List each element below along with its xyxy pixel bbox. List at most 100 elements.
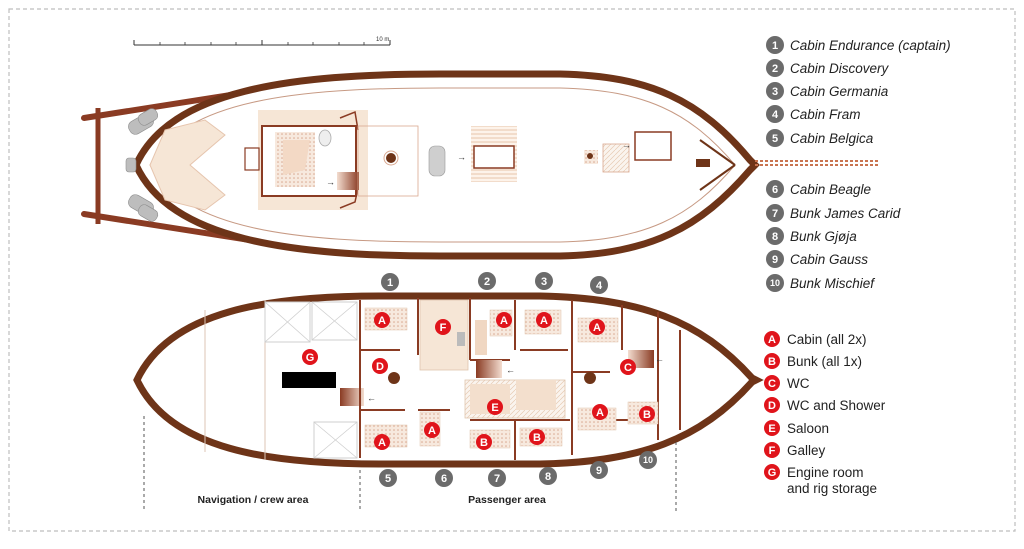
svg-text:7: 7 <box>494 473 500 485</box>
cabin-number-badge: 3 <box>766 82 784 100</box>
cabin-number-badge: 8 <box>766 227 784 245</box>
cabin-legend-label: Bunk Mischief <box>790 276 875 291</box>
cabin-legend-label: Cabin Gauss <box>790 252 868 267</box>
cabin-legend-item: 3 Cabin Germania <box>766 82 889 100</box>
room-type-badge: A <box>764 331 780 347</box>
room-type-legend-label: Engine room <box>787 465 864 480</box>
cabin-number-badge: 9 <box>766 250 784 268</box>
room-type-marker: A <box>496 312 512 328</box>
svg-text:10: 10 <box>643 455 653 465</box>
scale-bar: 10 m <box>133 37 391 46</box>
cabin-number-badge: 4 <box>766 105 784 123</box>
svg-text:7: 7 <box>772 208 778 220</box>
cabin-number-marker: 7 <box>488 469 506 487</box>
room-type-marker: A <box>374 312 390 328</box>
svg-text:2: 2 <box>484 276 490 288</box>
room-type-marker: A <box>424 422 440 438</box>
svg-text:C: C <box>624 362 632 374</box>
cabin-number-marker: 2 <box>478 272 496 290</box>
cabin-legend-label: Cabin Germania <box>790 84 889 99</box>
svg-text:B: B <box>768 356 776 368</box>
svg-text:3: 3 <box>772 86 778 98</box>
svg-text:←: ← <box>506 365 515 375</box>
room-type-marker: B <box>529 429 545 445</box>
svg-text:A: A <box>540 315 548 327</box>
room-type-legend-item: E Saloon <box>764 420 829 436</box>
svg-text:A: A <box>768 334 776 346</box>
outer-frame <box>8 8 1016 532</box>
room-type-legend-label: Bunk (all 1x) <box>787 354 862 369</box>
room-type-badge: C <box>764 375 780 391</box>
svg-text:A: A <box>596 407 604 419</box>
svg-text:8: 8 <box>545 471 551 483</box>
room-type-marker: B <box>639 406 655 422</box>
room-type-badge: E <box>764 420 780 436</box>
room-type-badge: G <box>764 464 780 480</box>
svg-text:E: E <box>491 402 498 414</box>
cabin-number-badge: 2 <box>766 59 784 77</box>
svg-text:D: D <box>768 400 776 412</box>
svg-text:D: D <box>376 361 384 373</box>
cabin-number-marker: 10 <box>639 451 657 469</box>
svg-text:4: 4 <box>596 280 603 292</box>
room-type-badge: D <box>764 397 780 413</box>
cabin-number-badge: 10 <box>766 274 784 292</box>
svg-text:5: 5 <box>772 133 778 145</box>
svg-text:G: G <box>768 467 777 479</box>
cabin-legend-item: 5 Cabin Belgica <box>766 129 874 147</box>
svg-text:←: ← <box>367 393 376 403</box>
deck-hull <box>132 70 760 260</box>
room-type-legend-label: Galley <box>787 443 826 458</box>
room-type-legend-label: WC and Shower <box>787 398 886 413</box>
room-type-marker: C <box>620 359 636 375</box>
svg-text:E: E <box>768 423 775 435</box>
svg-text:F: F <box>440 322 447 334</box>
cabin-number-marker: 8 <box>539 467 557 485</box>
cabin-number-marker: 1 <box>381 273 399 291</box>
room-type-legend-label: Saloon <box>787 421 829 436</box>
svg-text:5: 5 <box>385 473 391 485</box>
svg-text:→: → <box>622 140 631 150</box>
svg-text:9: 9 <box>596 465 602 477</box>
room-type-marker: G <box>302 349 318 365</box>
room-type-badge: B <box>764 353 780 369</box>
svg-text:6: 6 <box>772 184 778 196</box>
cabin-legend-label: Cabin Endurance (captain) <box>790 38 951 53</box>
svg-text:A: A <box>500 315 508 327</box>
cabin-number-marker: 5 <box>379 469 397 487</box>
cabin-number-markers: 1 2 3 4 5 6 7 8 9 10 <box>379 272 657 487</box>
room-type-legend-item: B Bunk (all 1x) <box>764 353 862 369</box>
room-type-legend-label: Cabin (all 2x) <box>787 332 867 347</box>
room-type-legend-item: A Cabin (all 2x) <box>764 331 867 347</box>
cabin-number-badge: 1 <box>766 36 784 54</box>
svg-text:8: 8 <box>772 231 778 243</box>
svg-text:3: 3 <box>541 276 547 288</box>
room-type-marker: B <box>476 434 492 450</box>
deck-view: → → → <box>81 70 880 260</box>
svg-text:4: 4 <box>772 109 779 121</box>
svg-text:B: B <box>643 409 651 421</box>
room-type-markers: A F A A A G D C E A A B B A B <box>302 312 655 450</box>
svg-text:A: A <box>378 315 386 327</box>
cabin-legend-label: Bunk Gjøja <box>790 229 857 244</box>
cabin-legend-item: 1 Cabin Endurance (captain) <box>766 36 951 54</box>
cabin-legend-item: 6 Cabin Beagle <box>766 180 871 198</box>
svg-text:A: A <box>593 322 601 334</box>
room-type-marker: A <box>592 404 608 420</box>
cabin-number-badge: 7 <box>766 204 784 222</box>
cabin-number-marker: 6 <box>435 469 453 487</box>
room-type-marker: F <box>435 319 451 335</box>
cabin-number-marker: 3 <box>535 272 553 290</box>
cabin-legend-label: Cabin Belgica <box>790 131 874 146</box>
svg-text:B: B <box>480 437 488 449</box>
cabin-legend-label: Cabin Beagle <box>790 182 871 197</box>
svg-text:→: → <box>326 177 335 187</box>
cabin-legend-item: 9 Cabin Gauss <box>766 250 868 268</box>
svg-text:A: A <box>378 437 386 449</box>
cabin-number-badge: 6 <box>766 180 784 198</box>
